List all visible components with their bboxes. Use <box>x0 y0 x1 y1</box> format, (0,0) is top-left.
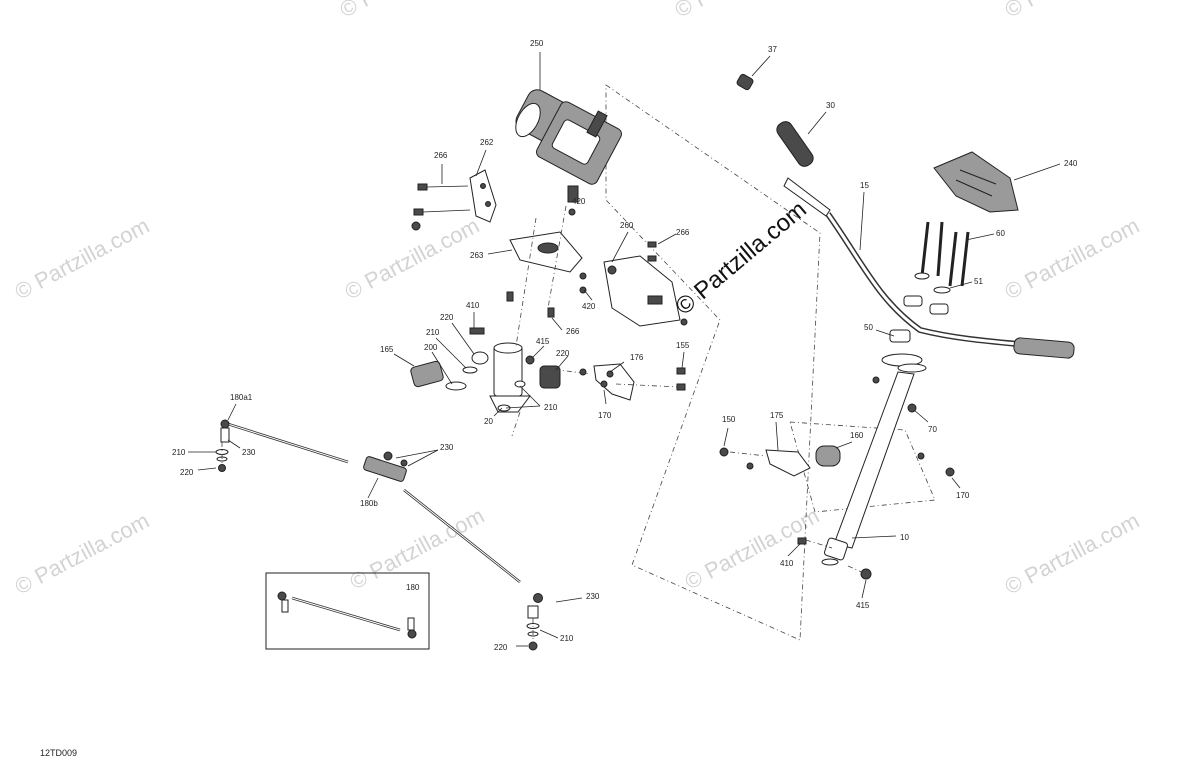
bracket-262 <box>411 169 497 231</box>
watermark: © Partzilla.com <box>671 0 814 22</box>
callout-210: 210 <box>172 448 186 457</box>
callout-415: 415 <box>536 337 550 346</box>
callout-155: 155 <box>676 341 690 350</box>
callout-260: 260 <box>620 221 634 230</box>
callout-210: 210 <box>560 634 574 643</box>
tie-rod-inset-box <box>265 572 430 650</box>
callout-180b: 180b <box>360 499 378 508</box>
callout-410: 410 <box>466 301 480 310</box>
bracket-260 <box>603 255 681 327</box>
callout-266: 266 <box>676 228 690 237</box>
callout-60: 60 <box>996 229 1005 238</box>
callout-250: 250 <box>530 39 544 48</box>
tie-rod-180 <box>277 591 417 639</box>
callout-420: 420 <box>582 302 596 311</box>
callout-263: 263 <box>470 251 484 260</box>
callout-220: 220 <box>440 313 454 322</box>
callout-266: 266 <box>566 327 580 336</box>
callout-51: 51 <box>974 277 983 286</box>
callout-37: 37 <box>768 45 777 54</box>
column-housing-20 <box>445 327 535 413</box>
watermark: © Partzilla.com <box>11 508 154 600</box>
callout-262: 262 <box>480 138 494 147</box>
callout-170: 170 <box>956 491 970 500</box>
callout-160: 160 <box>850 431 864 440</box>
callout-170: 170 <box>598 411 612 420</box>
diagram-reference-code: 12TD009 <box>40 748 77 758</box>
bushing-165 <box>410 360 561 389</box>
callout-leaders <box>188 52 1061 647</box>
handlebar-15 <box>825 212 1075 359</box>
callout-180: 180 <box>406 583 420 592</box>
callout-220: 220 <box>180 468 194 477</box>
callout-176: 176 <box>630 353 644 362</box>
callout-30: 30 <box>826 101 835 110</box>
watermark: © Partzilla.com <box>1001 508 1144 600</box>
callout-220: 220 <box>494 643 508 652</box>
callout-labels: 250 262 266 420 260 266 263 420 266 410 … <box>172 39 1078 652</box>
callout-230: 230 <box>242 448 256 457</box>
callout-266: 266 <box>434 151 448 160</box>
watermark-layer: © Partzilla.com © Partzilla.com © Partzi… <box>11 0 1144 599</box>
callout-10: 10 <box>900 533 909 542</box>
callout-230: 230 <box>440 443 454 452</box>
watermark: © Partzilla.com <box>1001 213 1144 305</box>
watermark: © Partzilla.com <box>11 213 154 305</box>
steering-column-10 <box>821 371 915 566</box>
callout-180a1: 180a1 <box>230 393 253 402</box>
tie-rod-assembly <box>215 419 543 651</box>
callout-50: 50 <box>864 323 873 332</box>
callout-175: 175 <box>770 411 784 420</box>
watermark: © Partzilla.com <box>1001 0 1144 22</box>
column-support-boundary <box>789 421 936 513</box>
power-steering-unit <box>515 89 622 203</box>
callout-415: 415 <box>856 601 870 610</box>
callout-410: 410 <box>780 559 794 568</box>
bracket-263 <box>509 231 583 273</box>
assembly-alignment-lines <box>221 205 867 646</box>
steering-assembly-boundary <box>605 84 821 641</box>
callout-210: 210 <box>426 328 440 337</box>
handlebar-clamp-parts <box>872 221 970 413</box>
bolts-266 <box>506 208 688 326</box>
bracket-176 <box>579 363 686 401</box>
watermark: © Partzilla.com <box>346 503 489 595</box>
callout-15: 15 <box>860 181 869 190</box>
callout-150: 150 <box>722 415 736 424</box>
watermark: © Partzilla.com <box>336 0 479 22</box>
handlebar-cover-240 <box>933 151 1019 213</box>
callout-200: 200 <box>424 343 438 352</box>
callout-420: 420 <box>572 197 586 206</box>
column-support-175 <box>719 445 955 580</box>
callout-70: 70 <box>928 425 937 434</box>
callout-240: 240 <box>1064 159 1078 168</box>
watermark-main: © Partzilla.com <box>671 196 812 321</box>
callout-20: 20 <box>484 417 493 426</box>
callout-230: 230 <box>586 592 600 601</box>
callout-210: 210 <box>544 403 558 412</box>
callout-220: 220 <box>556 349 570 358</box>
grip-30 <box>736 73 831 217</box>
callout-165: 165 <box>380 345 394 354</box>
watermark: © Partzilla.com <box>681 503 824 595</box>
